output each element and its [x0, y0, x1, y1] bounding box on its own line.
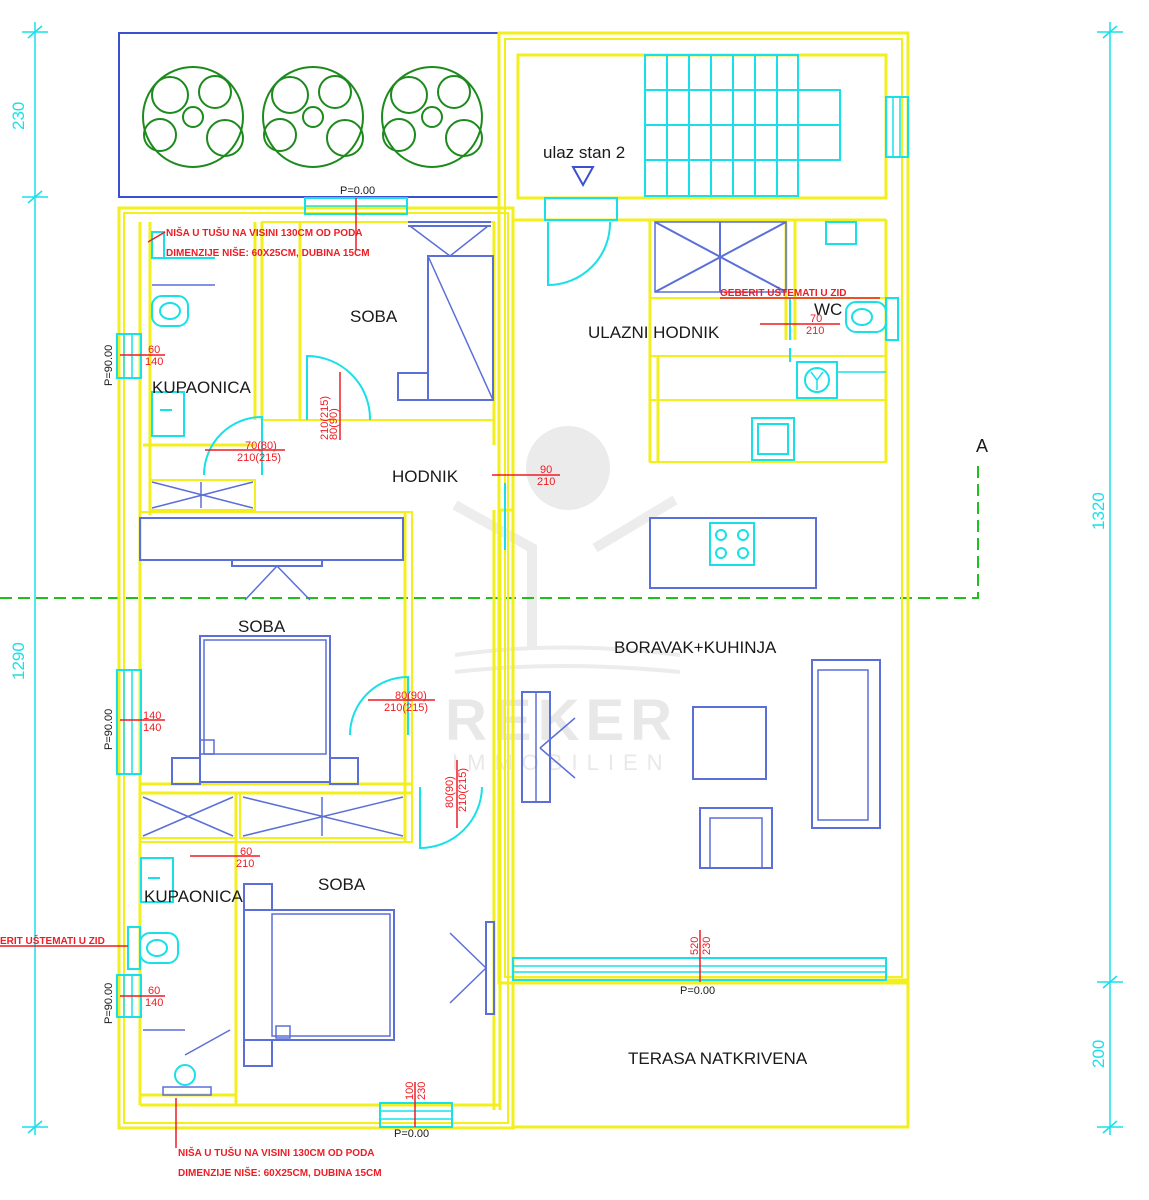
- watermark-line2: IMMOBILIEN: [452, 750, 672, 775]
- annot-text: 60: [148, 985, 160, 997]
- section-line: A: [0, 436, 988, 599]
- room-boravak: BORAVAK+KUHINJA: [419, 517, 887, 981]
- level-markers: P=0.00 P=0.00 P=0.00 P=90.00 P=90.00 P=9…: [103, 185, 715, 1140]
- annot-text: 60: [148, 344, 160, 356]
- annot-text: 210: [806, 325, 824, 337]
- annot-text: 70(80): [245, 440, 277, 452]
- annot-text: 140: [145, 997, 163, 1009]
- note-geberit-left: ERIT UŠTEMATI U ZID: [0, 934, 105, 947]
- annot-text: 60: [240, 846, 252, 858]
- room-kupaonica-top: KUPAONICA: [116, 231, 263, 509]
- section-label: A: [976, 436, 988, 456]
- annot-text: 70: [810, 313, 822, 325]
- note-nisa-top-1: NIŠA U TUŠU NA VISINI 130CM OD PODA: [166, 226, 363, 239]
- room-soba-mid: SOBA: [116, 517, 409, 785]
- room-label-boravak: BORAVAK+KUHINJA: [614, 638, 777, 657]
- watermark-line1: REKER: [445, 688, 678, 753]
- note-geberit-top: GEBERIT UŠTEMATI U ZID: [720, 286, 846, 299]
- plant-icon: [142, 66, 244, 168]
- dim-1320: 1320: [1089, 492, 1108, 530]
- level-top: P=0.00: [340, 185, 375, 197]
- level-window-1: P=90.00: [103, 345, 115, 386]
- annot-text: 210(215): [319, 396, 331, 440]
- annot-text: 140: [143, 710, 161, 722]
- room-label-ulazni-hodnik: ULAZNI HODNIK: [588, 323, 720, 342]
- entry-arrow-icon: [571, 166, 595, 188]
- construction-notes: NIŠA U TUŠU NA VISINI 130CM OD PODA DIME…: [0, 226, 880, 1179]
- room-soba-bottom: SOBA: [243, 875, 495, 1128]
- room-ulazni-hodnik: ULAZNI HODNIK WC: [544, 197, 899, 461]
- room-hodnik: HODNIK: [392, 467, 506, 550]
- room-label-hodnik: HODNIK: [392, 467, 459, 486]
- staircase: ulaz stan 2: [543, 54, 909, 197]
- room-label-soba-mid: SOBA: [238, 617, 286, 636]
- note-nisa-top-2: DIMENZIJE NIŠE: 60X25CM, DUBINA 15CM: [166, 246, 370, 259]
- dim-1290: 1290: [9, 642, 28, 680]
- room-label-terasa: TERASA NATKRIVENA: [628, 1049, 808, 1068]
- dim-200: 200: [1089, 1040, 1108, 1068]
- entry-label: ulaz stan 2: [543, 143, 625, 162]
- annot-text: 140: [145, 356, 163, 368]
- level-window-2: P=90.00: [103, 709, 115, 750]
- annot-text: 80(90): [444, 776, 456, 808]
- annot-text: 230: [701, 937, 713, 955]
- opening-annotations: 60 140 70(80) 210(215) 80(90) 210(215) 9…: [120, 313, 840, 1127]
- level-bottom: P=0.00: [394, 1128, 429, 1140]
- annot-text: 230: [416, 1082, 428, 1100]
- level-terrace: P=0.00: [680, 985, 715, 997]
- planter: [118, 32, 500, 198]
- room-label-soba-top: SOBA: [350, 307, 398, 326]
- annot-text: 100: [404, 1082, 416, 1100]
- level-window-3: P=90.00: [103, 983, 115, 1024]
- annot-text: 520: [689, 937, 701, 955]
- room-label-wc: WC: [814, 300, 842, 319]
- plant-icon: [381, 66, 483, 168]
- room-label-kupaonica-bottom: KUPAONICA: [144, 887, 244, 906]
- room-label-soba-bottom: SOBA: [318, 875, 366, 894]
- dimension-left: 230 1290: [9, 22, 48, 1135]
- annot-text: 80(90): [395, 690, 427, 702]
- annot-text: 90: [540, 464, 552, 476]
- watermark: REKER IMMOBILIEN: [445, 426, 681, 775]
- room-label-kupaonica-top: KUPAONICA: [152, 378, 252, 397]
- annot-text: 80(90): [328, 408, 340, 440]
- note-nisa-bottom-1: NIŠA U TUŠU NA VISINI 130CM OD PODA: [178, 1146, 375, 1159]
- note-nisa-bottom-2: DIMENZIJE NIŠE: 60X25CM, DUBINA 15CM: [178, 1166, 382, 1179]
- annot-text: 210: [236, 858, 254, 870]
- annot-text: 210: [537, 476, 555, 488]
- room-kupaonica-bottom: KUPAONICA: [116, 857, 244, 1096]
- plant-icon: [262, 66, 364, 168]
- annot-text: 210(215): [384, 702, 428, 714]
- annot-text: 210(215): [237, 452, 281, 464]
- annot-text: 140: [143, 722, 161, 734]
- wardrobes: [142, 796, 404, 837]
- annot-text: 210(215): [457, 768, 469, 812]
- room-terasa: TERASA NATKRIVENA: [628, 1049, 808, 1068]
- dimension-right: 1320 200: [1089, 22, 1123, 1135]
- dim-230: 230: [9, 102, 28, 130]
